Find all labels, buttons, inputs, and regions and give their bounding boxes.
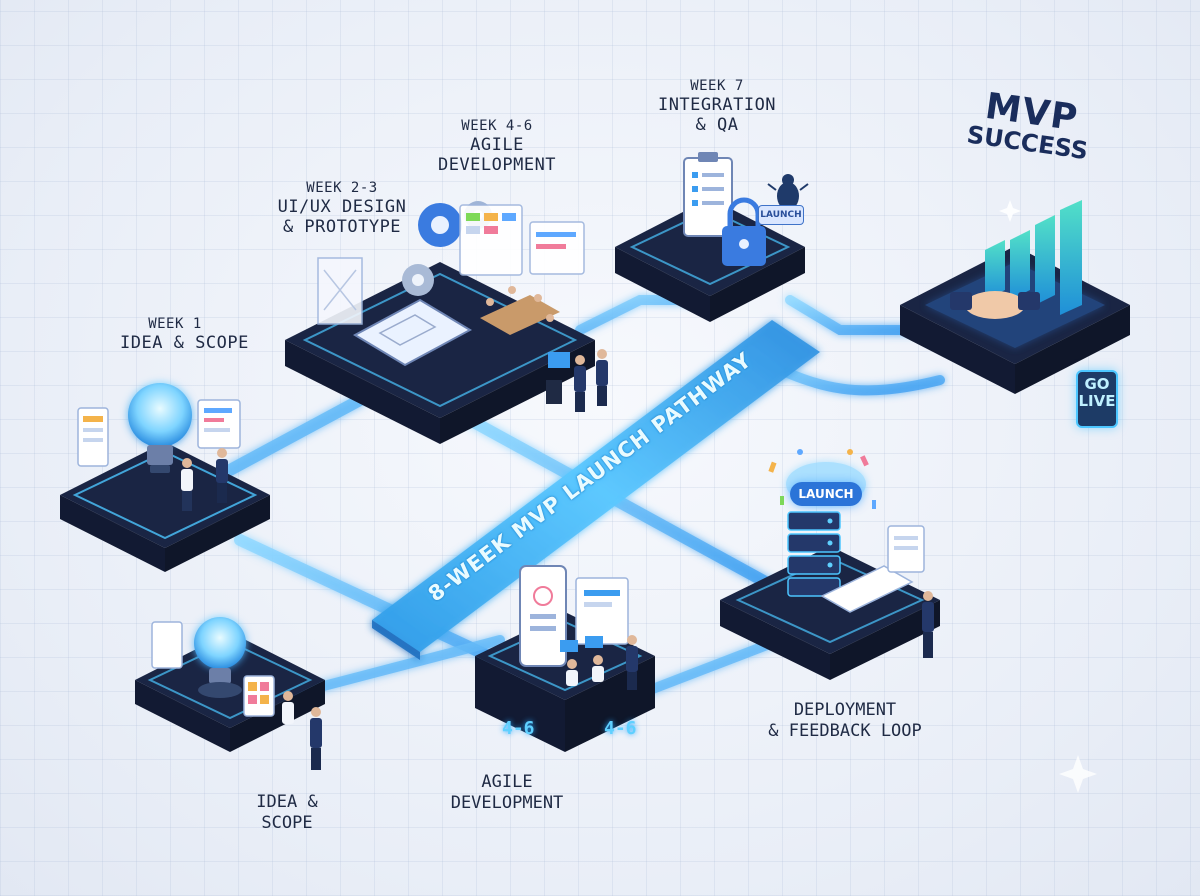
bug-icon [767,174,809,210]
launch-badge-small: LAUNCH [758,205,804,225]
phase-label: INTEGRATION [657,94,777,115]
server-stack-icon [787,511,841,597]
lower-label-deployment: DEPLOYMENT & FEEDBACK LOOP [760,700,930,741]
go-live-line2: LIVE [1078,392,1116,411]
week-label: WEEK 2-3 [306,180,378,196]
go-live-line1: GO [1084,375,1110,393]
wireframe-tablet [352,298,473,367]
lower-label-line: & FEEDBACK LOOP [768,720,922,741]
week-label: WEEK 4-6 [461,118,533,134]
developer-workstation [546,349,608,412]
platform-number-right: 4-6 [604,718,637,739]
lower-label-idea-scope: IDEA & SCOPE [232,792,342,833]
lower-label-line: DEVELOPMENT [450,792,564,813]
stage-label-week4-6: WEEK 4-6 AGILE DEVELOPMENT [432,118,562,175]
phase-label: & PROTOTYPE [282,216,402,237]
wireframe-panel-left [317,257,363,325]
confetti-decoration [768,449,876,509]
pathway-banner [372,320,820,660]
week-label: WEEK 7 [690,78,744,94]
phase-label: AGILE [470,134,524,155]
phase-label: IDEA & SCOPE [120,332,249,353]
mobile-app-screens [519,565,629,667]
idea-dashboard-panel [77,399,241,467]
handshake-icon [950,291,1040,319]
stage-label-week7: WEEK 7 INTEGRATION & QA [652,78,782,135]
team-people-week1 [181,448,228,511]
team-meeting-table [480,286,560,335]
pipe-week2-to-deploy [464,414,786,596]
phase-label: UI/UX DESIGN [277,196,407,217]
pipe-week7-to-mvp [785,295,925,335]
padlock-icon [722,197,766,266]
pipe-agile-to-deploy [645,635,785,695]
sparkle-icon [999,200,1097,793]
lower-label-line: IDEA & [256,792,318,812]
lower-label-agile: AGILE DEVELOPMENT [432,772,582,813]
stage-label-week2-3: WEEK 2-3 UI/UX DESIGN & PROTOTYPE [272,180,412,237]
phase-label: DEVELOPMENT [437,154,557,175]
lower-label-line: DEPLOYMENT [793,700,897,720]
team-person-deployment [922,591,934,658]
phase-label: & QA [695,114,739,135]
stage-label-week1: WEEK 1 IDEA & SCOPE [120,316,249,353]
go-live-badge: GO LIVE [1076,370,1118,428]
lightbulb-icon [128,383,192,473]
dev-team-desk [560,635,638,690]
week-label: WEEK 1 [148,316,202,332]
checklist-clipboard-icon [683,152,733,237]
sticky-notes-board [151,621,275,717]
kanban-board-panel [459,204,585,276]
lightbulb-icon-lower [194,617,246,698]
growth-bar-chart-icon [985,200,1082,315]
lower-label-line: SCOPE [261,812,313,833]
analytics-dashboard-panel [820,525,925,613]
lower-label-line: AGILE [481,772,533,792]
platform-number-left: 4-6 [502,718,535,739]
team-people-idea-lower [282,691,322,770]
pipe-week1-to-week2 [224,394,366,476]
launch-badge: LAUNCH [790,482,862,506]
